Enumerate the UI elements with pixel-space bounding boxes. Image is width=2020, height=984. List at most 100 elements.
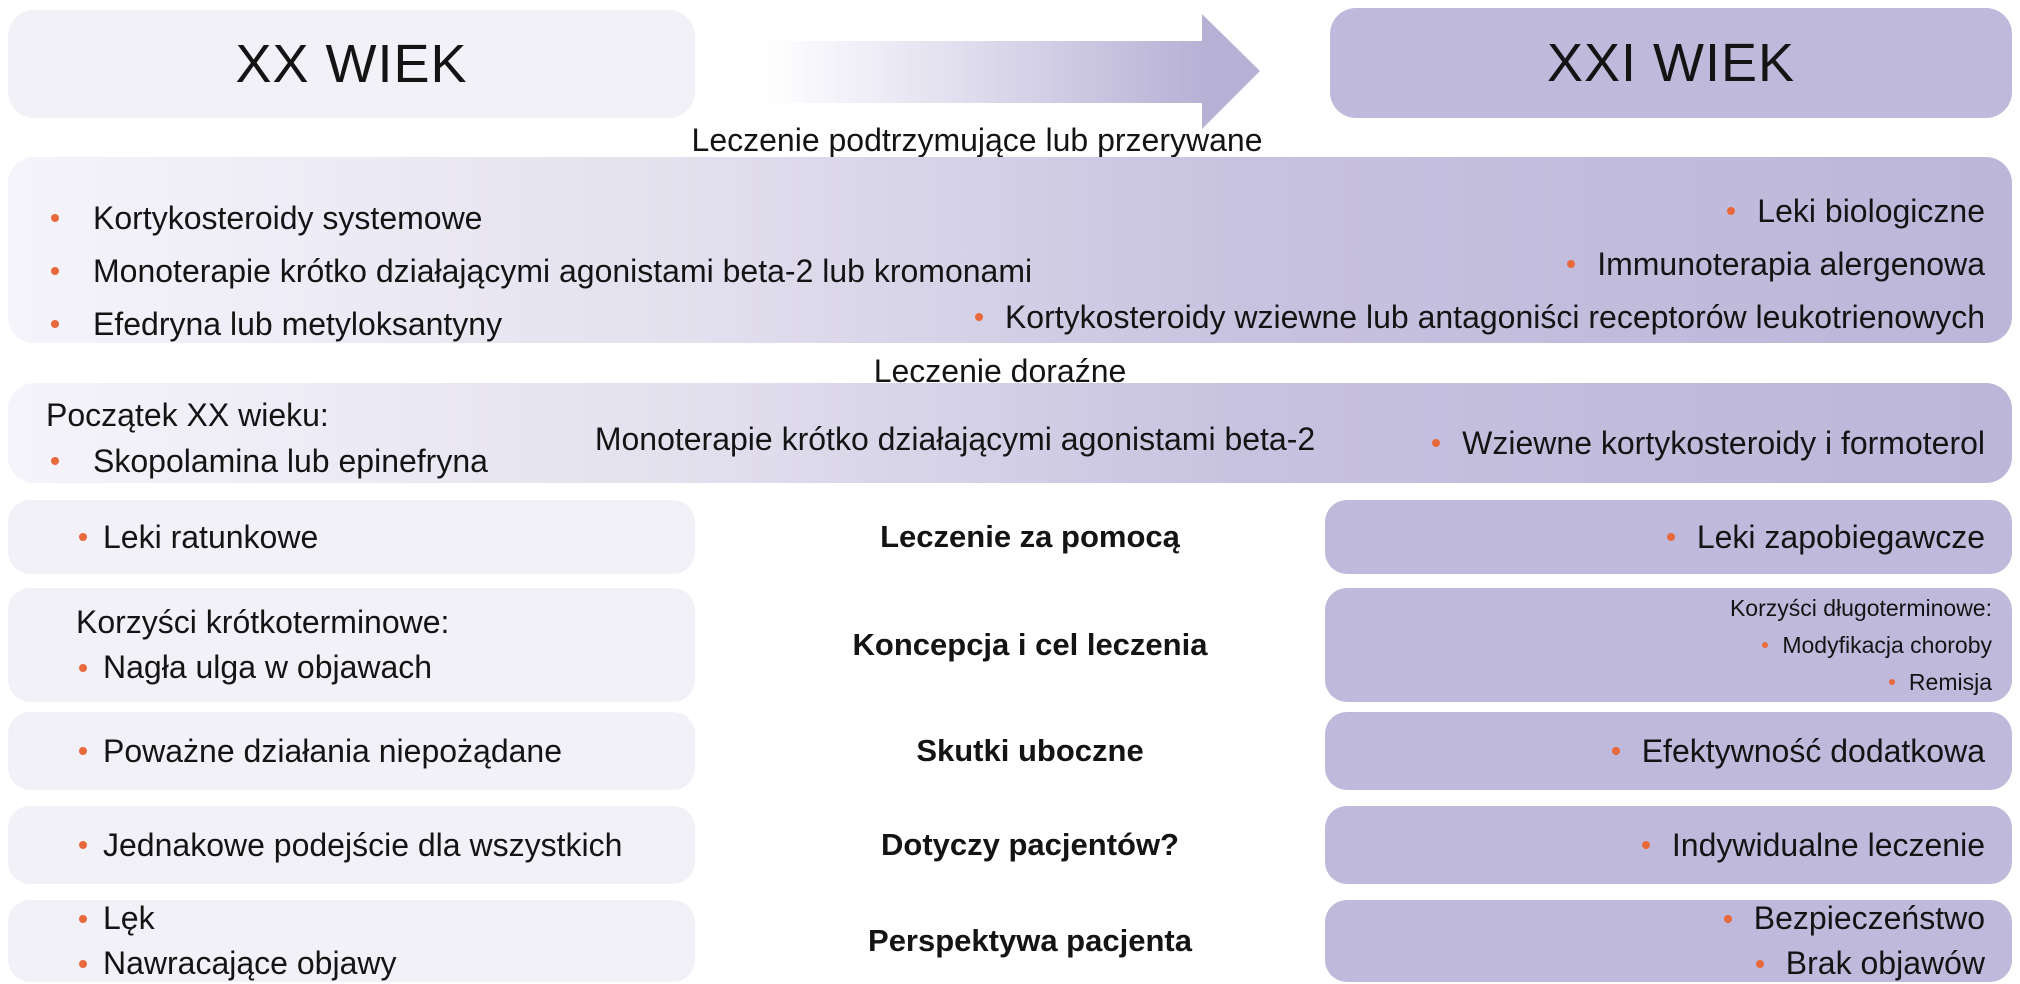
xx-column-box: Korzyści krótkoterminowe: Nagła ulga w ob…	[8, 588, 695, 702]
bullet-icon	[1888, 679, 1895, 685]
list-item-text: Bezpieczeństwo	[1753, 900, 1985, 936]
row-category-label: Leczenie za pomocą	[880, 519, 1180, 554]
list-item: Nawracające objawy	[76, 945, 695, 981]
list-item: Poważne działania niepożądane	[76, 732, 695, 769]
list-item: Nagła ulga w objawach	[76, 649, 695, 685]
list-item-text: Leki ratunkowe	[103, 518, 319, 555]
bullet-icon	[1432, 439, 1441, 447]
list-item-text: Modyfikacja choroby	[1782, 631, 1992, 658]
bullet-icon	[79, 914, 87, 923]
xxi-wiek-header-box: XXI WIEK	[1330, 8, 2012, 118]
list-item: Monoterapie krótko działającymi agonista…	[46, 252, 1033, 289]
list-item-text: Immunoterapia alergenowa	[1597, 245, 1985, 282]
xx-column-box: Jednakowe podejście dla wszystkich	[8, 806, 695, 884]
xxi-column-box: Korzyści długoterminowe: Modyfikacja chor…	[1325, 588, 2012, 702]
row-right-heading: Korzyści długoterminowe:	[1729, 594, 1992, 621]
list-item: Wziewne kortykosteroidy i formoterol	[1432, 424, 1985, 461]
list-item-text: Indywidualne leczenie	[1671, 826, 1985, 863]
list-item-text: Leki zapobiegawcze	[1696, 518, 1985, 555]
list-item-text: Monoterapie krótko działającymi agonista…	[93, 252, 1033, 289]
list-item-text: Brak objawów	[1785, 945, 1985, 981]
bullet-icon	[79, 747, 87, 755]
list-item-text: Nagła ulga w objawach	[103, 649, 433, 685]
list-item: Modyfikacja choroby	[1762, 632, 1992, 658]
list-item-text: Efedryna lub metyloksantyny	[93, 305, 503, 342]
list-item-text: Skopolamina lub epinefryna	[93, 442, 488, 479]
list-item-text: Jednakowe podejście dla wszystkich	[103, 826, 623, 863]
list-item-text: Remisja	[1908, 668, 1992, 695]
xx-wiek-header-box: XX WIEK	[8, 10, 695, 118]
row-category-label: Dotyczy pacjentów?	[881, 827, 1179, 862]
bullet-icon	[51, 457, 59, 465]
list-item: Leki zapobiegawcze	[1666, 518, 1985, 555]
bullet-icon	[79, 663, 87, 672]
xxi-column-box: Indywidualne leczenie	[1325, 806, 2012, 884]
list-item: Efedryna lub metyloksantyny	[46, 305, 1032, 342]
list-item-text: Poważne działania niepożądane	[103, 732, 563, 769]
bullet-icon	[1762, 642, 1769, 648]
xxi-column-box: Leki zapobiegawcze	[1325, 500, 2012, 574]
list-item: Skopolamina lub epinefryna	[46, 442, 488, 479]
maintenance-treatment-label: Leczenie podtrzymujące lub przerywane	[691, 122, 1263, 158]
list-item-text: Kortykosteroidy systemowe	[93, 199, 483, 236]
bullet-icon	[51, 267, 59, 275]
row-category-label: Skutki uboczne	[916, 733, 1144, 768]
xx-column-box: Poważne działania niepożądane	[8, 712, 695, 790]
bullet-icon	[1666, 533, 1675, 541]
bullet-icon	[51, 320, 59, 328]
list-item: Bezpieczeństwo	[1723, 900, 1985, 936]
comparison-row: Korzyści krótkoterminowe: Nagła ulga w ob…	[0, 588, 2020, 702]
bullet-icon	[1755, 959, 1764, 968]
list-item: Immunoterapia alergenowa	[1567, 245, 1985, 282]
list-item: Remisja	[1888, 668, 1992, 695]
list-item-text: Leki biologiczne	[1757, 192, 1985, 229]
comparison-row: Leki ratunkowe Leczenie za pomocą Leki zap…	[0, 500, 2020, 574]
arrow-head	[1202, 14, 1260, 129]
list-item-text: Nawracające objawy	[103, 945, 397, 981]
list-item-text: Kortykosteroidy wziewne lub antagoniści …	[1004, 298, 1985, 335]
list-item: Brak objawów	[1755, 945, 1985, 981]
list-item: Leki ratunkowe	[76, 518, 695, 555]
bullet-icon	[79, 533, 87, 541]
list-item: Leki biologiczne	[1727, 192, 1985, 229]
bullet-icon	[974, 313, 983, 321]
bullet-icon	[79, 959, 87, 968]
band2-xx-column: Początek XX wieku: Skopolamina lub epine…	[46, 383, 488, 483]
bullet-icon	[79, 841, 87, 849]
comparison-row: Jednakowe podejście dla wszystkich Dotycz…	[0, 806, 2020, 884]
xx-column-box: Leki ratunkowe	[8, 500, 695, 574]
list-item-text: Lęk	[103, 900, 155, 936]
bullet-icon	[51, 214, 59, 222]
arrow-shaft	[764, 41, 1204, 103]
bullet-icon	[1611, 747, 1620, 755]
list-item: Kortykosteroidy systemowe	[46, 199, 1032, 236]
band2-left-heading: Początek XX wieku:	[46, 396, 329, 433]
bullet-icon	[1641, 841, 1650, 849]
list-item: Indywidualne leczenie	[1641, 826, 1985, 863]
list-item: Lęk	[76, 900, 695, 936]
acute-treatment-band: Początek XX wieku: Skopolamina lub epine…	[8, 383, 2012, 483]
row-left-heading: Korzyści krótkoterminowe:	[76, 604, 450, 640]
list-item: Kortykosteroidy wziewne lub antagoniści …	[974, 298, 1985, 335]
row-category-label: Koncepcja i cel leczenia	[852, 627, 1208, 662]
xx-wiek-title: XX WIEK	[235, 34, 468, 94]
band2-xxi-column: Wziewne kortykosteroidy i formoterol	[1432, 383, 1985, 483]
list-item-text: Efektywność dodatkowa	[1641, 732, 1985, 769]
comparison-row: Poważne działania niepożądane Skutki uboc…	[0, 712, 2020, 790]
list-item: Efektywność dodatkowa	[1611, 732, 1985, 769]
list-item-text: Wziewne kortykosteroidy i formoterol	[1462, 424, 1985, 461]
row-category-label: Perspektywa pacjenta	[868, 923, 1192, 958]
xxi-column-box: Efektywność dodatkowa	[1325, 712, 2012, 790]
xxi-wiek-title: XXI WIEK	[1546, 33, 1796, 93]
timeline-arrow-icon	[764, 14, 1260, 129]
list-item: Jednakowe podejście dla wszystkich	[76, 826, 695, 863]
bullet-icon	[1723, 914, 1732, 923]
band2-center-text: Monoterapie krótko działającymi agonista…	[594, 421, 1316, 457]
